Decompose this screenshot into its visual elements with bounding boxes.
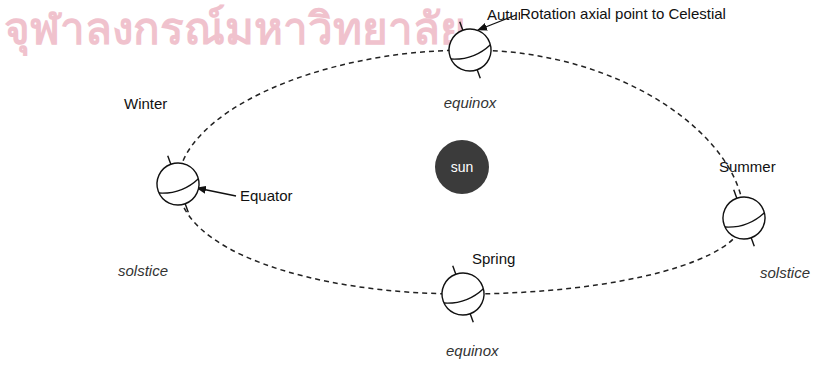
orbit-path [178,50,744,294]
earth-position: Autumnequinox [447,27,493,73]
sun-label: sun [451,158,474,176]
earth-position: Springequinox [440,271,486,317]
season-label: Summer [719,158,776,176]
event-label: equinox [444,94,497,112]
event-label: solstice [760,264,810,282]
earth-globe [447,27,493,73]
earth-globe [721,195,767,241]
season-label: Winter [124,95,167,113]
event-label: equinox [446,342,499,360]
sun-circle: sun [435,140,489,194]
earth-position: Wintersolstice [155,161,201,207]
event-label: solstice [118,262,168,280]
callout-label: Equator [240,187,293,205]
season-label: Spring [472,250,515,268]
earth-globe [155,161,201,207]
watermark-text: จุฬาลงกรณ์มหาวิทยาลัย [4,4,466,54]
earth-position: Summersolstice [721,195,767,241]
earth-globe [440,271,486,317]
callout-label: Rotation axial point to Celestial [520,5,726,23]
leader-arrow [197,188,236,196]
